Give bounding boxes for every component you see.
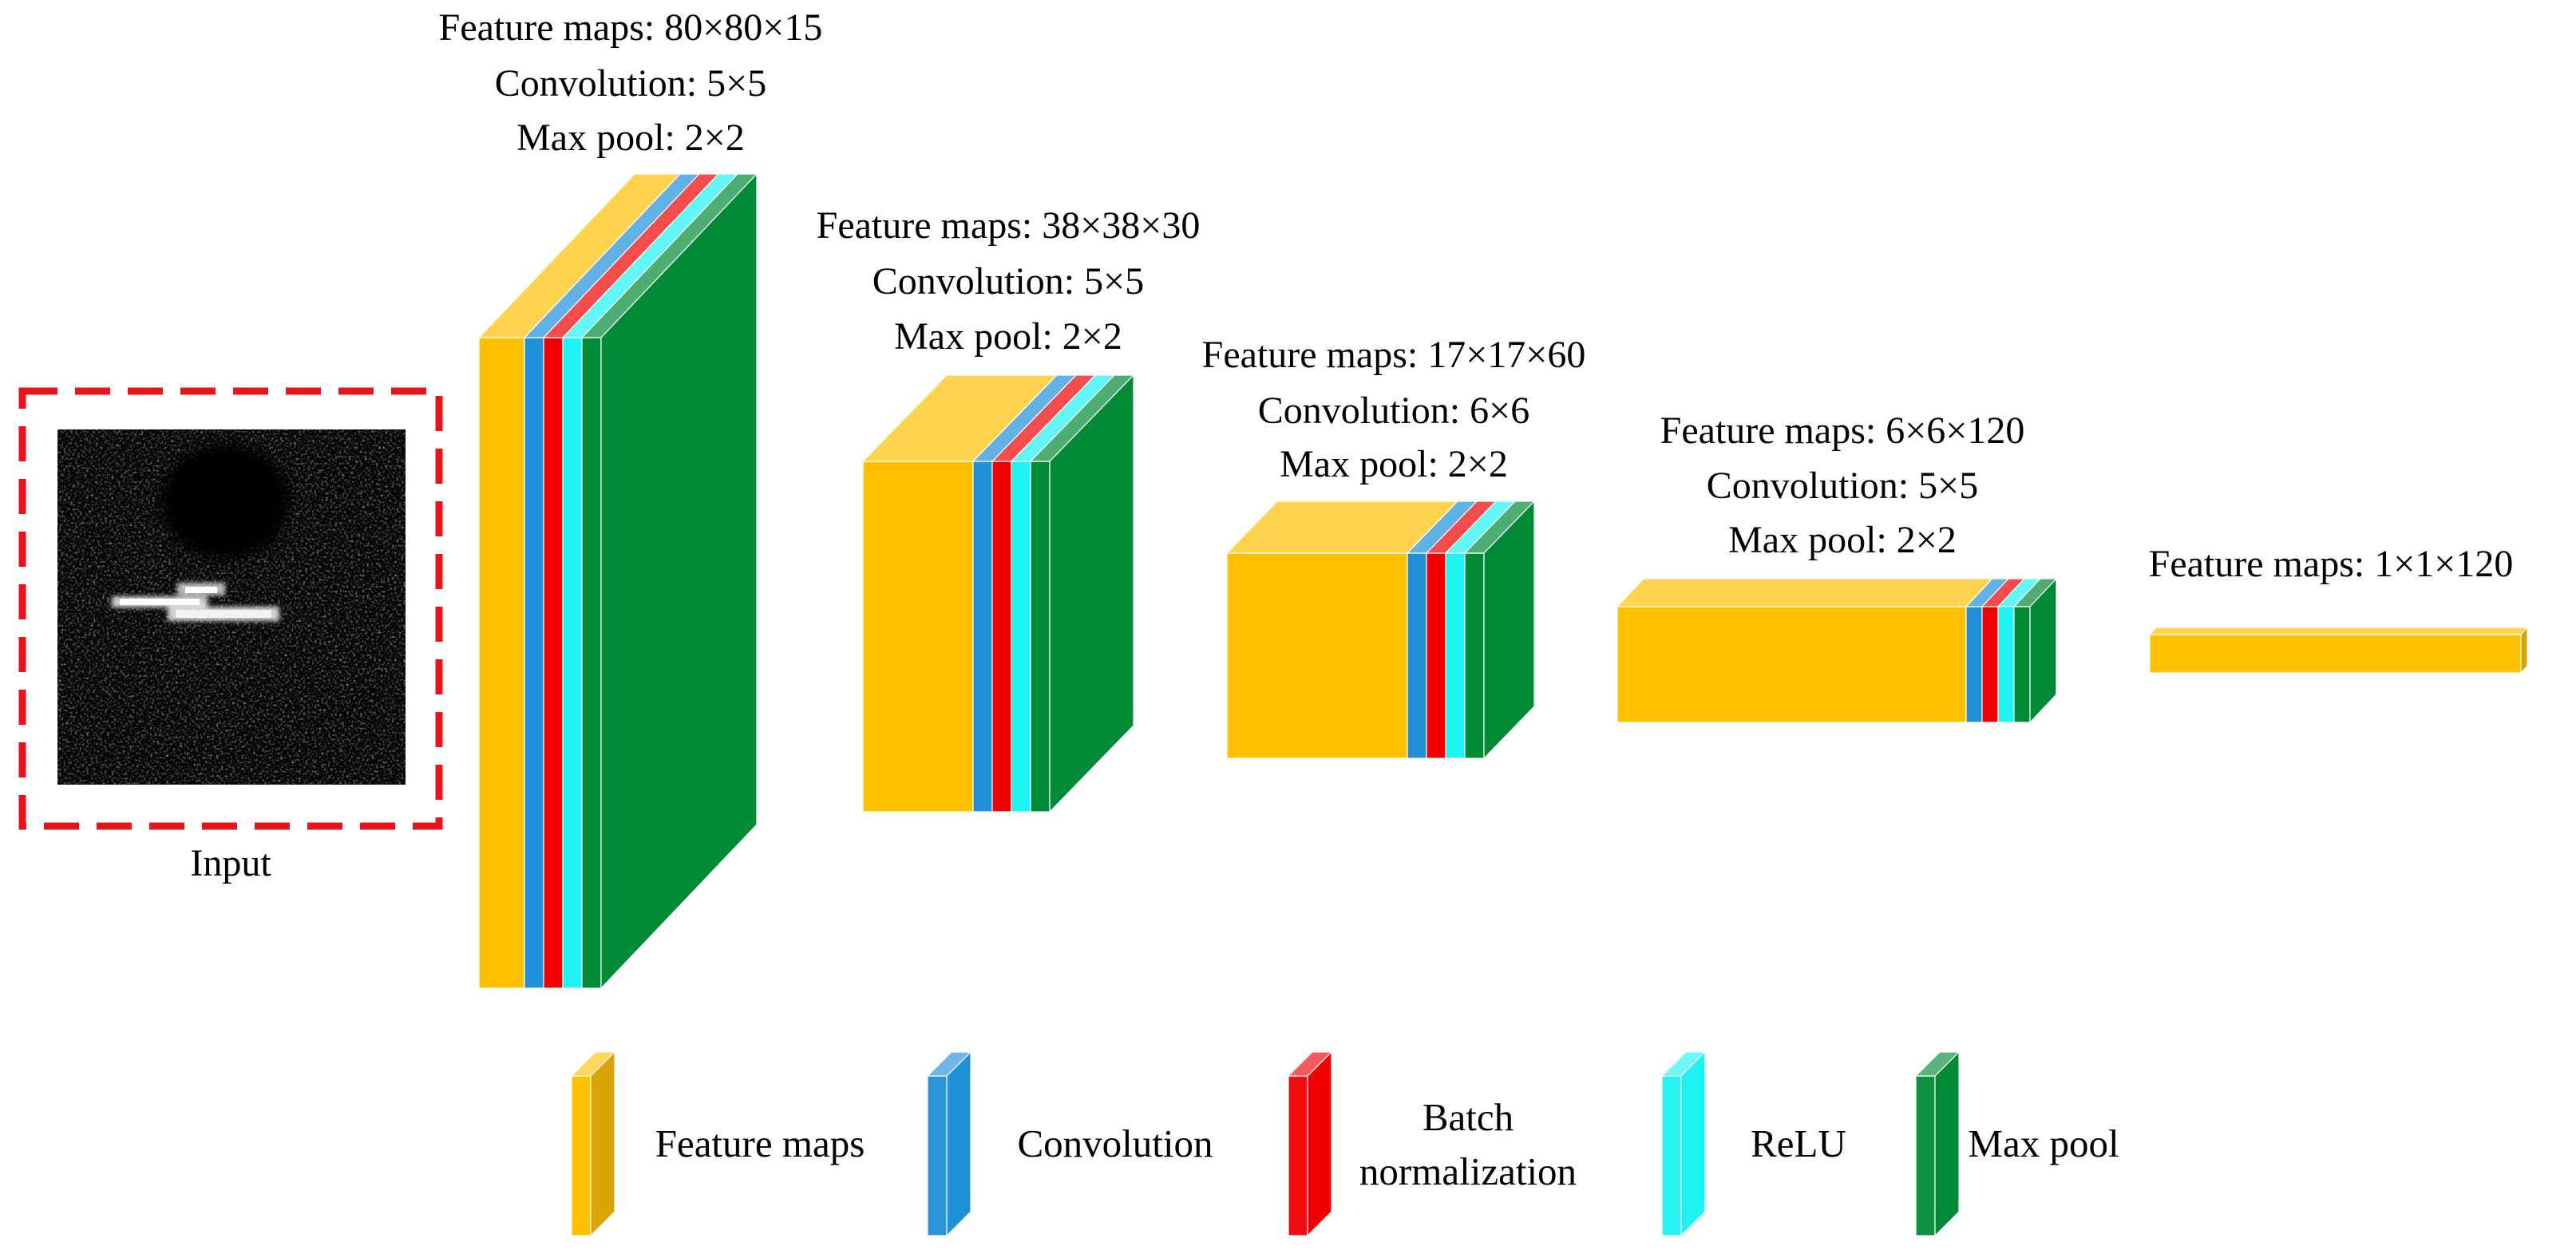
layer-3-feature-maps-front xyxy=(1226,552,1408,759)
layer-1-max-pool-front xyxy=(581,337,602,989)
layer-4-relu-front xyxy=(1997,606,2015,723)
layer-1-relu-front xyxy=(562,337,583,989)
layer-1-convolution-front xyxy=(524,337,544,989)
legend-convolution-front xyxy=(927,1075,948,1236)
layer-blocks xyxy=(478,173,2528,989)
legend-relu-label: ReLU xyxy=(1751,1121,1846,1165)
layer-4-convolution-text: Convolution: 5×5 xyxy=(1707,465,1978,507)
layer-2-block xyxy=(862,374,1134,813)
legend-relu-swatch xyxy=(1661,1051,1706,1236)
legend-max-pool-front xyxy=(1915,1075,1936,1236)
layer-4-feature-maps-front xyxy=(1616,606,1967,723)
input-sar-image xyxy=(57,429,406,785)
legend-batch-normalization-label-line2: normalization xyxy=(1359,1149,1577,1193)
layer-3-batch-normalization-front xyxy=(1426,552,1446,759)
layer-4-feature-maps-text: Feature maps: 6×6×120 xyxy=(1660,409,2025,452)
layer-4-annotation: Feature maps: 6×6×120 Convolution: 5×5 M… xyxy=(1660,409,2025,561)
layer-5-side xyxy=(2520,627,2528,674)
layer-4-convolution-front xyxy=(1965,606,1983,723)
layer-3-block xyxy=(1226,500,1535,759)
layer-5-block xyxy=(2149,627,2528,674)
legend-relu-front xyxy=(1661,1075,1682,1236)
legend-relu-side xyxy=(1680,1051,1706,1236)
layer-1-annotation: Feature maps: 80×80×15 Convolution: 5×5 … xyxy=(439,6,823,159)
legend-batch-normalization-label-line1: Batch xyxy=(1423,1095,1514,1139)
layer-2-batch-normalization-front xyxy=(991,461,1012,813)
layer-3-convolution-front xyxy=(1407,552,1427,759)
layer-1-batch-normalization-front xyxy=(543,337,564,989)
layer-4-block xyxy=(1616,578,2057,723)
legend-convolution-label: Convolution xyxy=(1017,1121,1213,1165)
layer-1-block xyxy=(478,173,758,989)
layer-2-convolution-text: Convolution: 5×5 xyxy=(873,260,1144,303)
layer-2-relu-front xyxy=(1011,461,1031,813)
layer-5-annotation: Feature maps: 1×1×120 xyxy=(2149,543,2514,585)
layer-4-feature-maps-top xyxy=(1616,578,1993,607)
layer-4-side xyxy=(2029,578,2057,723)
layer-2-side xyxy=(1049,374,1134,813)
legend-batch-normalization-front xyxy=(1288,1075,1308,1236)
legend-max-pool-side xyxy=(1934,1051,1960,1236)
layer-2-max-pool-text: Max pool: 2×2 xyxy=(894,315,1122,358)
input-dashed-border xyxy=(18,387,443,830)
layer-2-convolution-front xyxy=(972,461,993,813)
layer-3-side xyxy=(1483,500,1535,759)
layer-1-convolution-text: Convolution: 5×5 xyxy=(495,62,766,105)
legend-convolution-swatch xyxy=(927,1051,971,1236)
layer-3-max-pool-text: Max pool: 2×2 xyxy=(1280,443,1508,485)
layer-3-relu-front xyxy=(1445,552,1466,759)
layer-3-max-pool-front xyxy=(1464,552,1485,759)
layer-2-annotation: Feature maps: 38×38×30 Convolution: 5×5 … xyxy=(817,204,1201,358)
legend-feature-maps-label: Feature maps xyxy=(655,1121,865,1165)
legend-batch-normalization-swatch xyxy=(1288,1051,1332,1236)
layer-1-feature-maps-text: Feature maps: 80×80×15 xyxy=(439,6,823,49)
legend-convolution-side xyxy=(946,1051,971,1236)
layer-4-max-pool-text: Max pool: 2×2 xyxy=(1728,519,1957,561)
layer-1-feature-maps-front xyxy=(478,337,525,989)
legend-max-pool-swatch xyxy=(1915,1051,1960,1236)
layer-5-feature-maps-top xyxy=(2149,627,2528,635)
layer-4-max-pool-front xyxy=(2013,606,2031,723)
layer-5-feature-maps-text: Feature maps: 1×1×120 xyxy=(2149,543,2514,585)
legend-max-pool-label: Max pool xyxy=(1968,1121,2119,1165)
layer-2-feature-maps-front xyxy=(862,461,974,813)
layer-2-feature-maps-text: Feature maps: 38×38×30 xyxy=(817,204,1201,247)
layer-1-side xyxy=(600,173,758,989)
layer-5-feature-maps-front xyxy=(2149,634,2522,674)
input-panel: Input xyxy=(18,387,443,884)
layer-3-annotation: Feature maps: 17×17×60 Convolution: 6×6 … xyxy=(1202,334,1586,485)
layer-1-max-pool-text: Max pool: 2×2 xyxy=(516,117,745,159)
legend-feature-maps-side xyxy=(590,1051,615,1236)
legend-batch-normalization-side xyxy=(1307,1051,1332,1236)
legend-feature-maps-swatch xyxy=(571,1051,615,1236)
legend xyxy=(571,1051,1960,1236)
layer-4-batch-normalization-front xyxy=(1981,606,1999,723)
legend-feature-maps-front xyxy=(571,1075,592,1236)
input-label: Input xyxy=(190,842,271,884)
layer-2-max-pool-front xyxy=(1030,461,1051,813)
layer-3-convolution-text: Convolution: 6×6 xyxy=(1258,390,1529,432)
layer-3-feature-maps-text: Feature maps: 17×17×60 xyxy=(1202,334,1586,376)
